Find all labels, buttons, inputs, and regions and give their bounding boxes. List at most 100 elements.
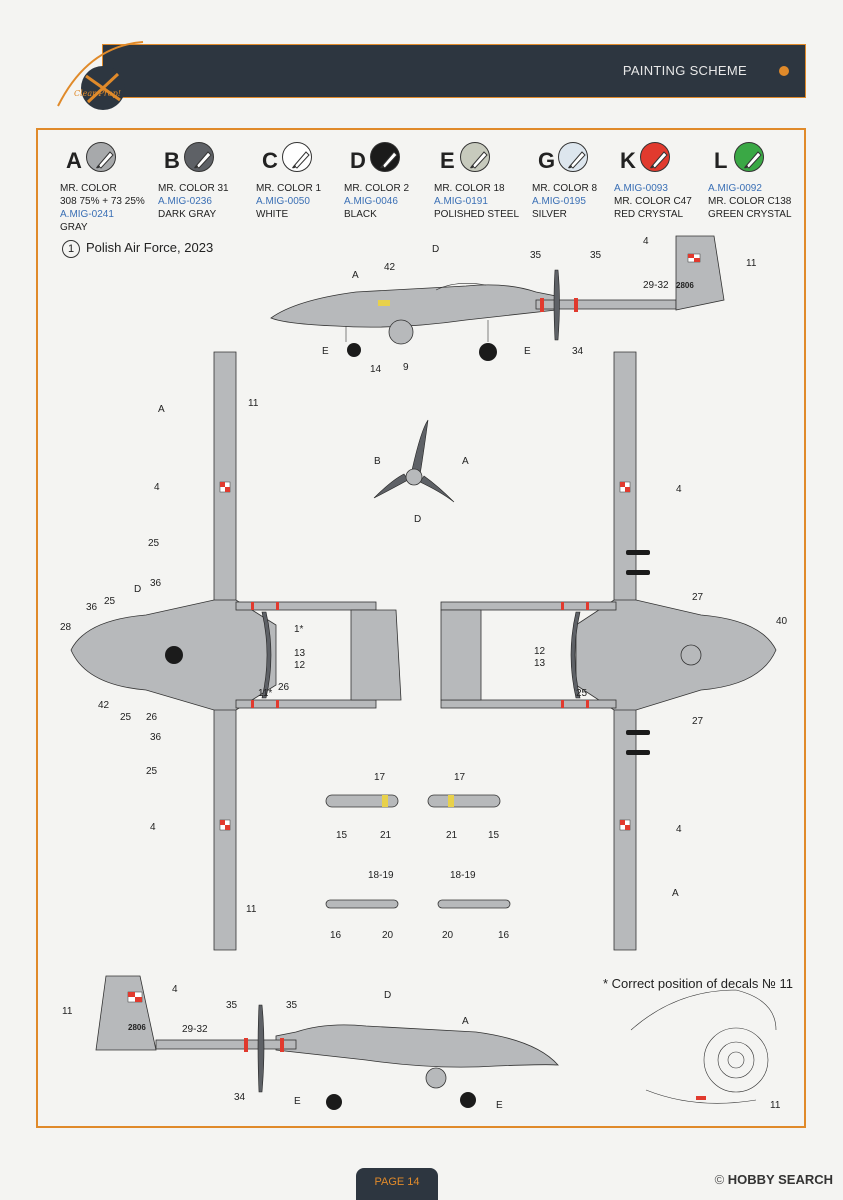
callout-label: 34 xyxy=(234,1092,246,1103)
callout-label: 25 xyxy=(576,688,588,699)
callout-label: 11* xyxy=(258,688,273,699)
swatch-mig-code: A.MIG-0191 xyxy=(434,196,488,207)
swatch-mig-code: A.MIG-0046 xyxy=(344,196,398,207)
swatch-color-name: BLACK xyxy=(344,209,377,220)
decal-note: * Correct position of decals № 11 xyxy=(603,976,794,991)
callout-label: 21 xyxy=(446,830,458,841)
content-frame xyxy=(36,128,806,1128)
callout-label: 42 xyxy=(384,262,396,273)
callout-label: 17 xyxy=(374,772,386,783)
callout-label: 35 xyxy=(590,250,602,261)
swatch-mig-code: A.MIG-0093 xyxy=(614,183,668,194)
swatch-mig-code: A.MIG-0241 xyxy=(60,209,114,220)
callout-label: 34 xyxy=(572,346,584,357)
swatch-mr-color: MR. COLOR xyxy=(60,183,117,194)
brush-icon xyxy=(194,151,212,169)
callout-label: 9 xyxy=(403,362,409,373)
callout-label: 12 xyxy=(294,660,306,671)
callout-label: 35 xyxy=(530,250,542,261)
callout-label: 26 xyxy=(278,682,290,693)
callout-label: 11 xyxy=(248,398,259,409)
swatch-mr-color: MR. COLOR 1 xyxy=(256,183,322,194)
brush-icon xyxy=(380,151,398,169)
callout-label: E xyxy=(496,1100,503,1111)
callout-label: 25 xyxy=(148,538,160,549)
callout-label: 15 xyxy=(488,830,500,841)
weapon-stores xyxy=(325,794,511,909)
swatch-color-name: POLISHED STEEL xyxy=(434,209,520,220)
svg-text:Clear Prop!: Clear Prop! xyxy=(74,89,121,98)
swatch-mr-color: 308 75% + 73 25% xyxy=(60,196,145,207)
side-view-top: 2806 xyxy=(270,235,725,361)
swatch-letter: G xyxy=(538,148,556,173)
swatch-mr-color: MR. COLOR C47 xyxy=(614,196,692,207)
callout-label: 40 xyxy=(776,616,788,627)
side-view-bottom: 2806 xyxy=(95,975,559,1110)
callout-label: 29-32 xyxy=(182,1024,208,1035)
callout-label: 11 xyxy=(62,1006,73,1017)
swatch-letter: A xyxy=(66,148,82,173)
watermark: © HOBBY SEARCH xyxy=(715,1172,833,1187)
side-bottom-serial: 2806 xyxy=(128,1023,146,1032)
brush-icon xyxy=(96,151,114,169)
callout-label: 25 xyxy=(104,596,116,607)
callout-label: 20 xyxy=(382,930,394,941)
swatch-letter: K xyxy=(620,148,636,173)
brush-icon xyxy=(650,151,668,169)
callout-label: 18-19 xyxy=(368,870,394,881)
swatch-letter: B xyxy=(164,148,180,173)
scheme-number: 1 xyxy=(62,240,80,258)
callout-label: 12 xyxy=(534,646,546,657)
callout-label: 16 xyxy=(498,930,510,941)
page-tab: PAGE 14 xyxy=(356,1168,438,1200)
callout-label: D xyxy=(384,990,392,1001)
header-bar: PAINTING SCHEME xyxy=(102,44,806,98)
callout-label: 4 xyxy=(676,824,682,835)
swatch-mr-color: MR. COLOR 31 xyxy=(158,183,229,194)
swatch-color-name: DARK GRAY xyxy=(158,209,217,220)
aircraft-drawing: .body { fill:#b7b9bb; stroke:#333; strok… xyxy=(70,235,777,1110)
callout-label: 16 xyxy=(330,930,342,941)
callout-label: 15 xyxy=(336,830,348,841)
page-title: PAINTING SCHEME xyxy=(622,63,747,78)
copyright-mark: © xyxy=(714,1172,725,1187)
callout-label: 27 xyxy=(692,592,704,603)
callout-label: A xyxy=(462,456,469,467)
swatch-color-name: GREEN CRYSTAL xyxy=(708,209,792,220)
swatch-mig-code: A.MIG-0092 xyxy=(708,183,762,194)
callout-label: 42 xyxy=(98,700,110,711)
swatch-color-name: GRAY xyxy=(60,222,88,233)
bottom-view xyxy=(440,351,777,951)
callout-label: 4 xyxy=(150,822,156,833)
callout-label: B xyxy=(374,456,381,467)
brush-icon xyxy=(470,151,488,169)
callout-label: 28 xyxy=(60,622,72,633)
callout-label: 20 xyxy=(442,930,454,941)
callout-label: D xyxy=(134,584,142,595)
swatch-mig-code: A.MIG-0236 xyxy=(158,196,212,207)
callout-label: 27 xyxy=(692,716,704,727)
callout-label: 4 xyxy=(643,236,649,247)
swatch-color-name: WHITE xyxy=(256,209,289,220)
callout-label: 25 xyxy=(146,766,158,777)
swatch-mr-color: MR. COLOR 8 xyxy=(532,183,598,194)
callout-label: 17 xyxy=(454,772,466,783)
propeller-logo-icon: Clear Prop! xyxy=(57,41,144,110)
callout-label: 11 xyxy=(246,904,257,915)
page-header: PAINTING SCHEME Clear Prop! xyxy=(40,41,806,110)
callout-label: E xyxy=(524,346,531,357)
swatch-mig-code: A.MIG-0050 xyxy=(256,196,310,207)
swatch-mr-color: MR. COLOR C138 xyxy=(708,196,792,207)
callout-label: A xyxy=(672,888,679,899)
callout-label: D xyxy=(414,514,422,525)
callout-label: A xyxy=(158,404,165,415)
side-top-serial: 2806 xyxy=(676,281,694,290)
callout-label: 35 xyxy=(226,1000,238,1011)
callout-label: 13 xyxy=(294,648,306,659)
